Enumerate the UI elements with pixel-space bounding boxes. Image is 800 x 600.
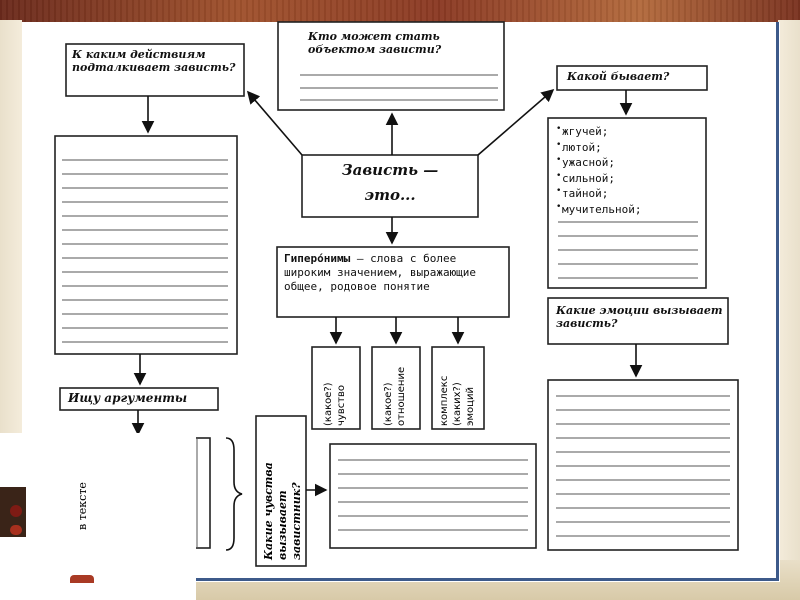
hyperonyms-definition: — слова с более широким значением, выраж… bbox=[284, 252, 477, 293]
text-column-label: в тексте bbox=[76, 482, 89, 530]
right-top-box bbox=[556, 65, 708, 91]
emotions-box bbox=[547, 297, 729, 345]
emotions-lined-box bbox=[547, 379, 739, 551]
list-item: мучительной; bbox=[556, 200, 702, 218]
left-lined-box bbox=[54, 135, 238, 355]
subtype-1-line2: чувство bbox=[336, 384, 347, 426]
emotions-question: Какие эмоции вызывает зависть? bbox=[556, 304, 723, 330]
center-subtitle: это... bbox=[364, 186, 416, 204]
frame-right bbox=[778, 20, 800, 580]
list-item: сильной; bbox=[556, 169, 702, 187]
center-title: Зависть — bbox=[341, 161, 439, 179]
left-lined-box-lines bbox=[62, 159, 228, 343]
hyperonyms-text: Гиперо́нимы — слова с более широким знач… bbox=[284, 252, 506, 294]
subtype-3-line3: эмоций bbox=[465, 387, 476, 426]
connectors bbox=[131, 88, 643, 497]
left-top-box bbox=[65, 43, 245, 97]
decorative-dot bbox=[10, 525, 22, 535]
list-item: тайной; bbox=[556, 184, 702, 202]
arguments-box bbox=[59, 387, 219, 411]
list-item: ужасной; bbox=[556, 153, 702, 171]
right-top-box-question: Какой бывает? bbox=[567, 70, 670, 83]
decorative-dot bbox=[10, 505, 22, 517]
decorative-foot bbox=[70, 575, 94, 583]
subtype-1-line1: (какое?) bbox=[323, 382, 334, 426]
subtype-box-3 bbox=[431, 346, 485, 430]
center-box bbox=[301, 154, 479, 218]
top-box-lines bbox=[300, 74, 498, 101]
feelings-lined-box bbox=[329, 443, 537, 549]
list-item: жгучей; bbox=[556, 122, 702, 140]
right-list: жгучей; лютой; ужасной; сильной; тайной;… bbox=[556, 122, 702, 218]
top-box-question: Кто может стать объектом зависти? bbox=[308, 30, 442, 56]
subtype-1-text: (какое?) чувство bbox=[322, 382, 348, 426]
feelings-question: Какие чувства вызывает завистник? bbox=[262, 462, 303, 560]
feelings-box bbox=[255, 415, 307, 567]
subtype-2-text: (какое?) отношение bbox=[382, 367, 408, 426]
subtype-3-line2: (каких?) bbox=[452, 382, 463, 426]
hyperonyms-box bbox=[276, 246, 510, 318]
curly-brace bbox=[225, 437, 243, 551]
subtype-3-text: комплекс (каких?) эмоций bbox=[438, 376, 477, 426]
subtype-box-1 bbox=[311, 346, 361, 430]
subtype-2-line1: (какое?) bbox=[383, 382, 394, 426]
subtype-3-line1: комплекс bbox=[439, 375, 450, 426]
top-box bbox=[277, 21, 505, 111]
left-top-box-question: К каким действиям подталкивает зависть? bbox=[72, 48, 236, 74]
subtype-2-line2: отношение bbox=[396, 366, 407, 426]
worksheet-border bbox=[22, 22, 779, 581]
list-item: лютой; bbox=[556, 138, 702, 156]
feelings-lined-box-lines bbox=[338, 459, 528, 531]
hyperonyms-term: Гиперо́нимы bbox=[284, 252, 351, 265]
right-list-box-lines bbox=[558, 221, 698, 279]
subtype-box-2 bbox=[371, 346, 421, 430]
emotions-lined-box-lines bbox=[556, 395, 730, 537]
white-overlay bbox=[0, 433, 196, 600]
arguments-label: Ищу аргументы bbox=[68, 391, 188, 405]
